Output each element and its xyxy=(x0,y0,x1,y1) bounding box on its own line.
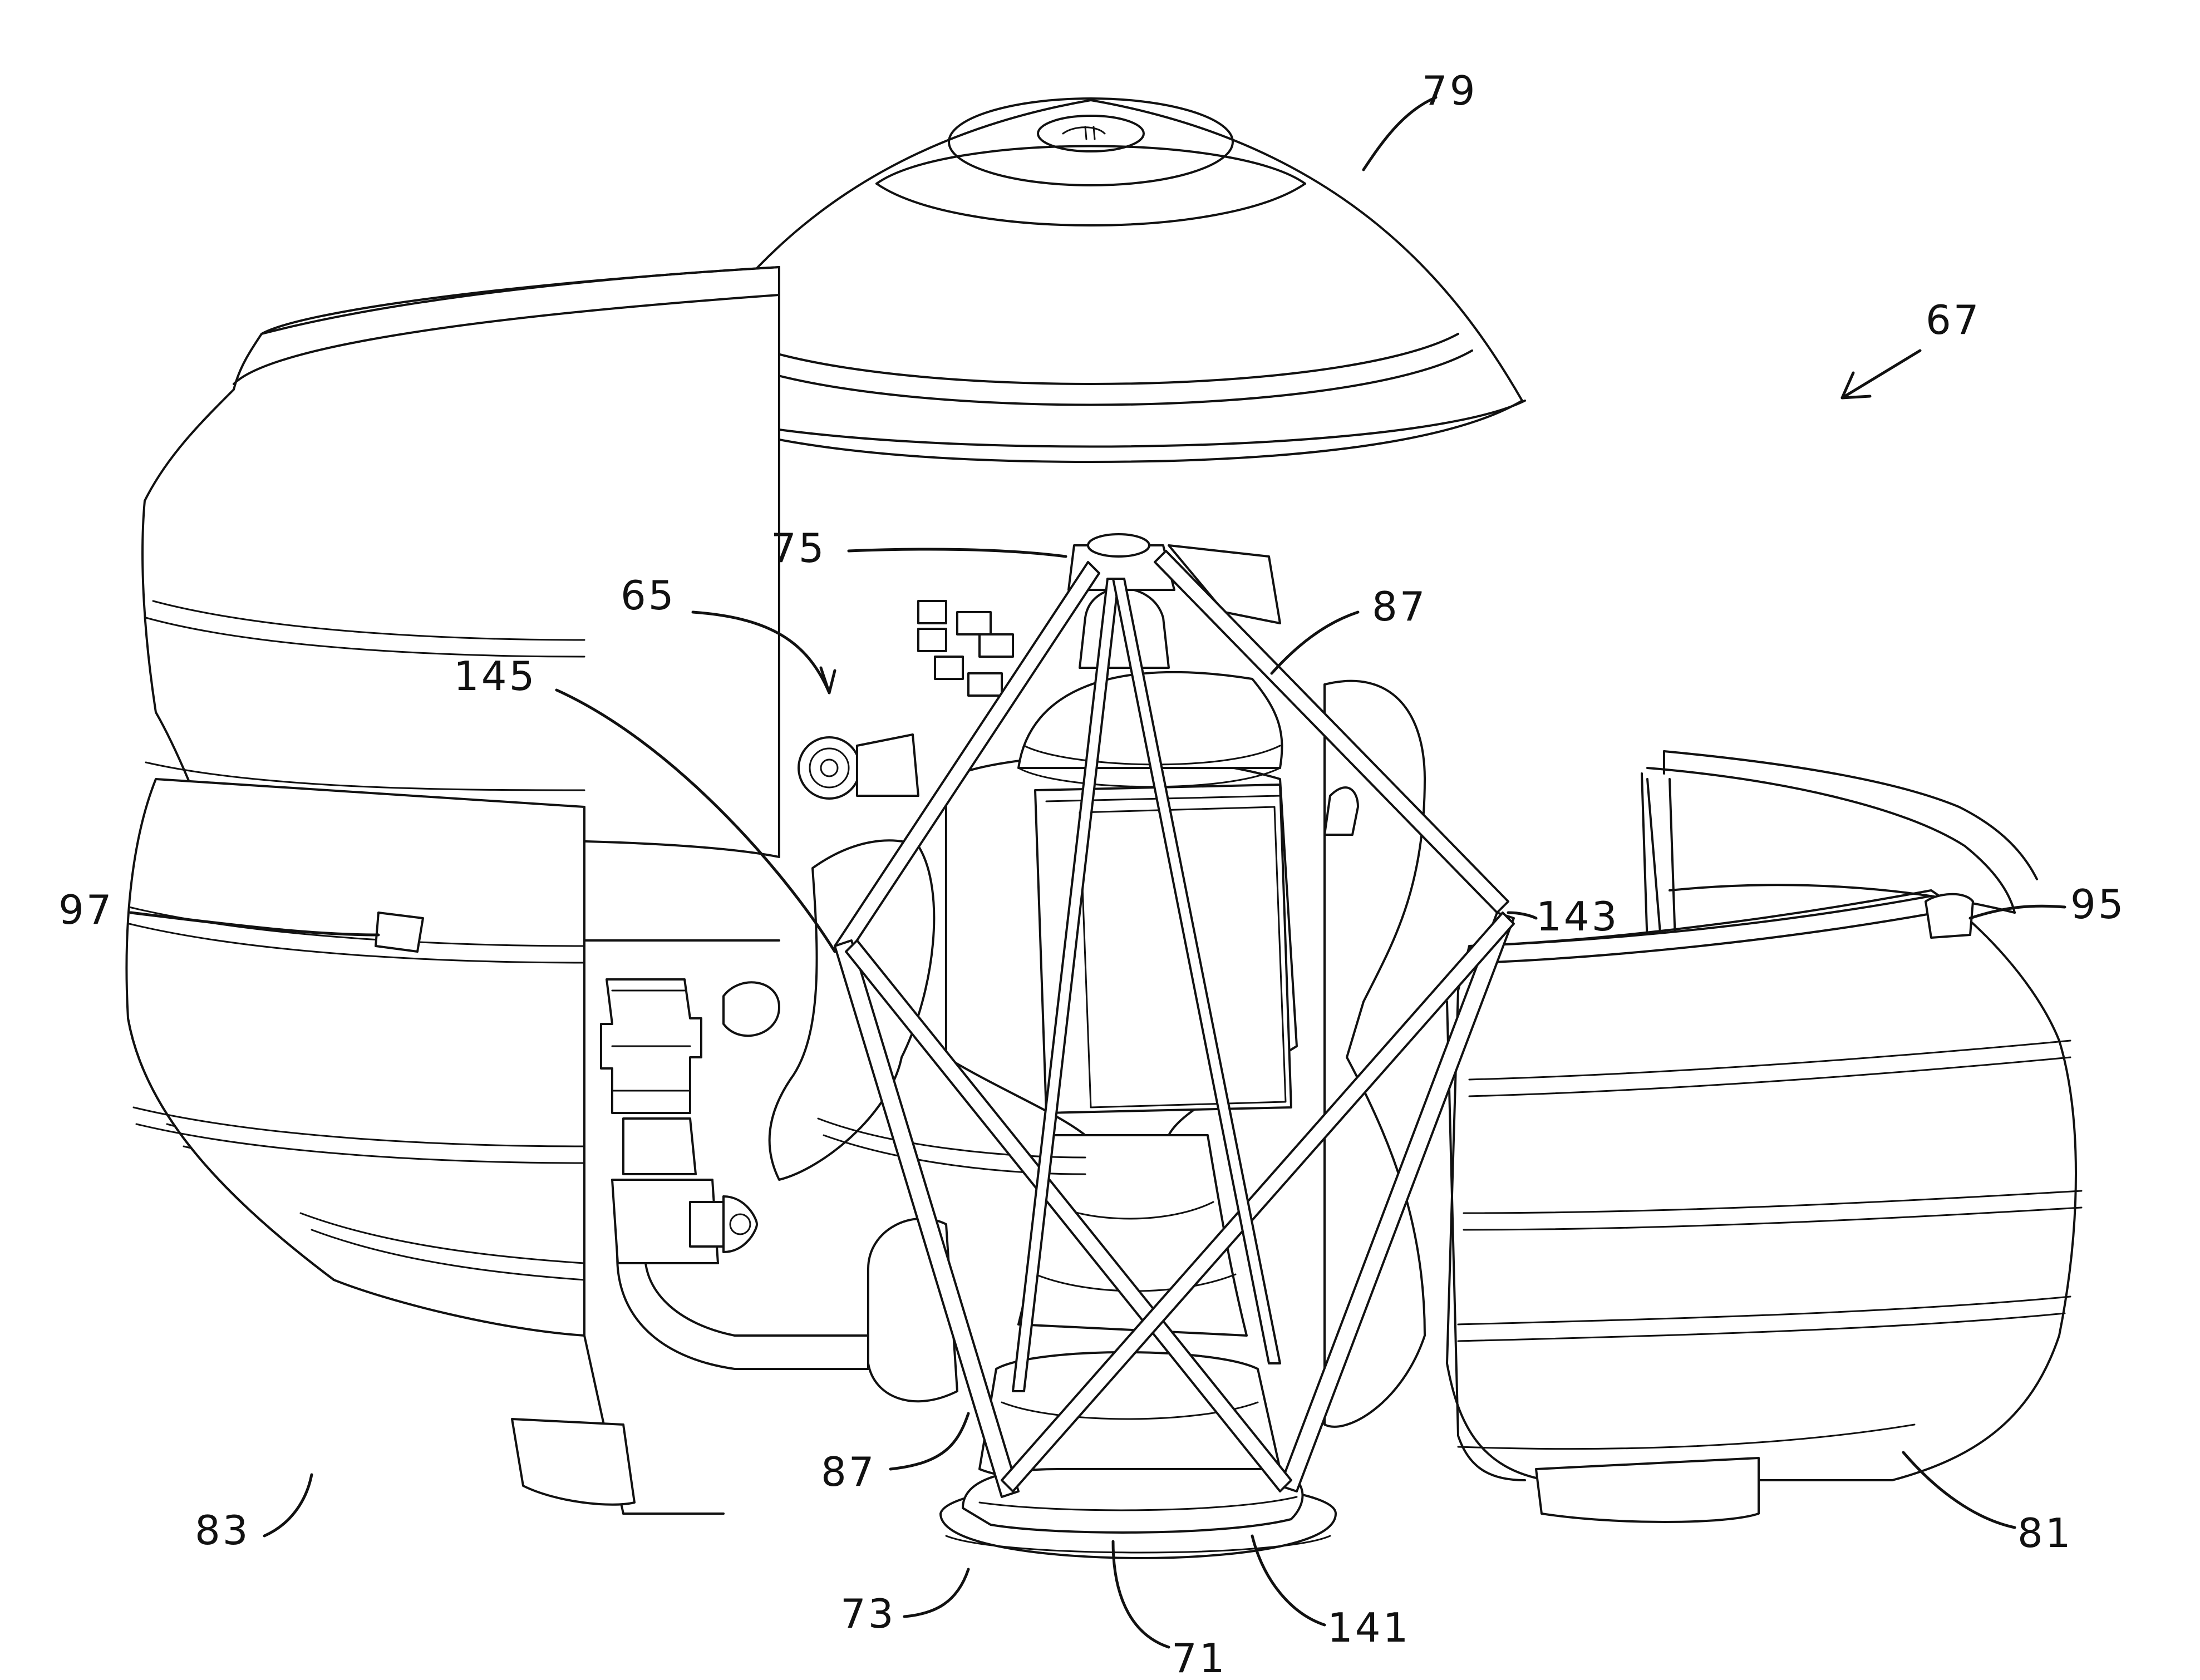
label-97: 97 xyxy=(58,886,114,933)
top-dome-cover xyxy=(657,98,1525,462)
leader-87-top xyxy=(1272,612,1358,673)
leader-75 xyxy=(849,549,1066,556)
label-95: 95 xyxy=(2070,881,2126,928)
leader-83 xyxy=(264,1475,312,1536)
leader-87-bottom xyxy=(890,1413,968,1469)
label-65: 65 xyxy=(621,572,676,619)
label-81: 81 xyxy=(2017,1510,2073,1556)
label-75: 75 xyxy=(771,525,826,572)
label-71: 71 xyxy=(1172,1635,1227,1680)
label-145: 145 xyxy=(454,653,537,699)
leader-73 xyxy=(904,1569,968,1617)
label-141: 141 xyxy=(1327,1604,1410,1651)
label-79: 79 xyxy=(1422,67,1478,114)
label-87-top: 87 xyxy=(1372,583,1428,630)
label-67: 67 xyxy=(1926,297,1981,343)
right-tank-half xyxy=(1447,751,2081,1522)
leader-95 xyxy=(1970,906,2065,918)
label-87-bottom: 87 xyxy=(821,1449,877,1495)
label-83: 83 xyxy=(195,1507,250,1554)
label-73: 73 xyxy=(840,1590,896,1637)
label-143: 143 xyxy=(1536,893,1619,940)
